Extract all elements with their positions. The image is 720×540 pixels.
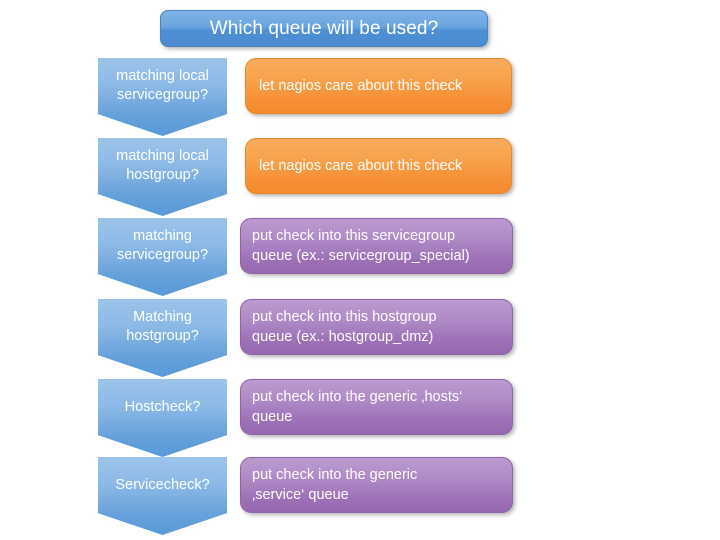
action-line-1: let nagios care about this check: [259, 78, 463, 94]
condition-arrow-2[interactable]: matching servicegroup?: [98, 218, 227, 296]
condition-line-1: Matching: [133, 309, 192, 326]
condition-line-1: matching local: [116, 148, 209, 165]
action-label-3: put check into this hostgroup queue (ex.…: [241, 307, 512, 347]
condition-line-2: hostgroup?: [126, 328, 199, 344]
action-box-4[interactable]: put check into the generic ‚hosts‘ queue: [240, 379, 513, 435]
condition-arrow-0[interactable]: matching local servicegroup?: [98, 58, 227, 136]
condition-arrow-3[interactable]: Matching hostgroup?: [98, 299, 227, 377]
action-line-2: queue: [252, 409, 293, 425]
condition-label-0: matching local servicegroup?: [98, 58, 227, 114]
condition-line-2: servicegroup?: [116, 247, 209, 263]
action-label-5: put check into the generic ‚service‘ que…: [241, 465, 512, 505]
action-line-2: queue (ex.: servicegroup_special): [252, 248, 470, 264]
page-title: Which queue will be used?: [209, 18, 439, 39]
condition-line-2: hostgroup?: [126, 167, 199, 183]
condition-label-4: Hostcheck?: [98, 379, 227, 435]
condition-line-1: Servicecheck?: [115, 476, 210, 493]
condition-label-5: Servicecheck?: [98, 457, 227, 513]
action-box-3[interactable]: put check into this hostgroup queue (ex.…: [240, 299, 513, 355]
condition-arrow-1[interactable]: matching local hostgroup?: [98, 138, 227, 216]
condition-arrow-5[interactable]: Servicecheck?: [98, 457, 227, 535]
action-box-2[interactable]: put check into this servicegroup queue (…: [240, 218, 513, 274]
action-label-4: put check into the generic ‚hosts‘ queue: [241, 387, 512, 427]
action-line-1: let nagios care about this check: [259, 158, 463, 174]
condition-line-1: Hostcheck?: [124, 398, 201, 415]
action-label-2: put check into this servicegroup queue (…: [241, 226, 512, 266]
slide-title-banner: Which queue will be used?: [160, 10, 488, 47]
condition-label-3: Matching hostgroup?: [98, 299, 227, 355]
condition-line-1: matching: [133, 228, 192, 245]
action-line-1: put check into the generic ‚hosts‘: [252, 389, 463, 405]
action-line-2: ‚service‘ queue: [252, 487, 349, 503]
condition-label-2: matching servicegroup?: [98, 218, 227, 274]
action-label-1: let nagios care about this check: [246, 156, 511, 176]
action-box-5[interactable]: put check into the generic ‚service‘ que…: [240, 457, 513, 513]
condition-line-2: servicegroup?: [116, 87, 209, 103]
action-box-0[interactable]: let nagios care about this check: [245, 58, 512, 114]
action-line-1: put check into this servicegroup: [252, 228, 456, 244]
condition-label-1: matching local hostgroup?: [98, 138, 227, 194]
action-box-1[interactable]: let nagios care about this check: [245, 138, 512, 194]
condition-arrow-4[interactable]: Hostcheck?: [98, 379, 227, 457]
action-label-0: let nagios care about this check: [246, 76, 511, 96]
condition-line-1: matching local: [116, 68, 209, 85]
action-line-2: queue (ex.: hostgroup_dmz): [252, 329, 434, 345]
action-line-1: put check into this hostgroup: [252, 309, 437, 325]
action-line-1: put check into the generic: [252, 467, 418, 483]
